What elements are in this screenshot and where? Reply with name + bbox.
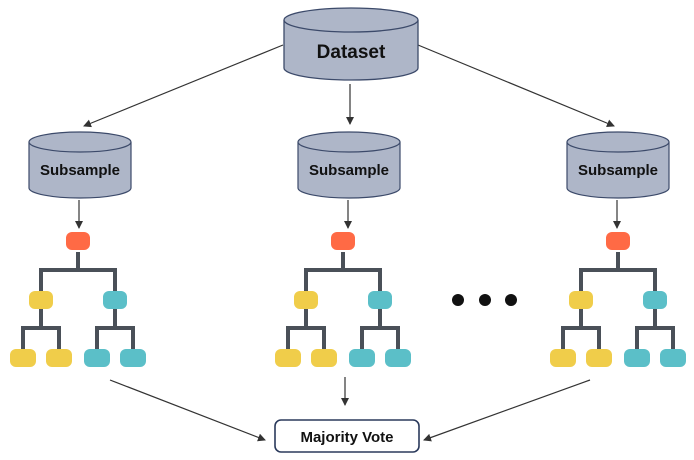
tree-edges-left — [286, 309, 326, 349]
tree-edges-left — [21, 309, 61, 349]
tree-edges-root — [39, 252, 117, 291]
arrow-from-tree-1 — [109, 379, 266, 442]
subsample-cylinder-1: Subsample — [28, 131, 132, 229]
arrow-to-subsample-1 — [83, 44, 284, 128]
tree-edges-right — [95, 309, 135, 349]
right-node — [368, 291, 392, 309]
tree-edges-left — [561, 309, 601, 349]
leaf-node — [385, 349, 411, 367]
tree-edges-root — [304, 252, 382, 291]
dataset-cylinder: Dataset — [283, 7, 419, 81]
dot-2 — [479, 294, 491, 306]
subsample-label: Subsample — [309, 162, 389, 179]
left-node — [569, 291, 593, 309]
arrows-dataset-to-subsamples — [83, 44, 615, 128]
right-node — [643, 291, 667, 309]
majority-vote-box: Majority Vote — [274, 419, 420, 453]
tree-edges-right — [360, 309, 400, 349]
root-node — [66, 232, 90, 250]
arrow-from-tree-3 — [423, 379, 591, 442]
leaf-node — [586, 349, 612, 367]
leaf-node — [84, 349, 110, 367]
arrow-to-subsample-3 — [417, 44, 615, 128]
decision-tree-2 — [275, 232, 411, 367]
arrows-to-majority-vote — [109, 377, 591, 442]
majority-vote-label: Majority Vote — [300, 429, 393, 446]
root-node — [331, 232, 355, 250]
leaf-node — [120, 349, 146, 367]
dot-1 — [452, 294, 464, 306]
decision-tree-3 — [550, 232, 686, 367]
leaf-node — [349, 349, 375, 367]
leaf-node — [660, 349, 686, 367]
tree-edges-right — [635, 309, 675, 349]
leaf-node — [550, 349, 576, 367]
subsample-label: Subsample — [578, 162, 658, 179]
left-node — [294, 291, 318, 309]
root-node — [606, 232, 630, 250]
left-node — [29, 291, 53, 309]
leaf-node — [624, 349, 650, 367]
leaf-node — [10, 349, 36, 367]
right-node — [103, 291, 127, 309]
leaf-node — [275, 349, 301, 367]
subsample-cylinder-3: Subsample — [566, 131, 670, 229]
decision-tree-1 — [10, 232, 146, 367]
leaf-node — [46, 349, 72, 367]
ellipsis-dots — [452, 294, 517, 306]
dataset-label: Dataset — [317, 42, 386, 63]
leaf-node — [311, 349, 337, 367]
subsample-cylinder-2: Subsample — [297, 131, 401, 229]
subsample-label: Subsample — [40, 162, 120, 179]
tree-edges-root — [579, 252, 657, 291]
dot-3 — [505, 294, 517, 306]
